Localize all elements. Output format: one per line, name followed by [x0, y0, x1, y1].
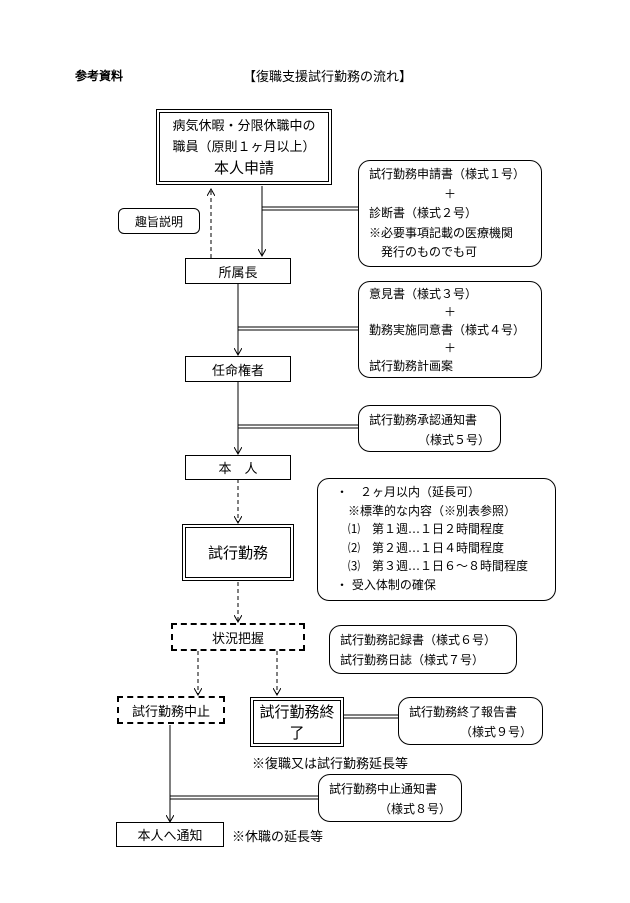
notify-node: 本人へ通知 [116, 822, 224, 847]
plan-line5: ⑶ 第３週…１日６～８時間程度 [348, 559, 529, 573]
docs-note-2: 意見書（様式３号） ＋ 勤務実施同意書（様式４号） ＋ 試行勤務計画案 [358, 281, 542, 378]
plan-note: ・ ２ヶ月以内（延長可） ※標準的な内容（※別表参照） ⑴ 第１週…１日２時間程… [317, 478, 556, 601]
status-label: 状況把握 [211, 631, 264, 647]
explain-label: 趣旨説明 [134, 214, 183, 229]
self-label: 本 人 [218, 462, 258, 477]
docs2-line5: 試行勤務計画案 [369, 359, 454, 373]
docs3-line2: （様式５号） [417, 433, 490, 447]
docs1-line4: ※必要事項記載の医療機関 [369, 225, 514, 240]
docs1-plus: ＋ [443, 186, 456, 201]
docs-note-1: 試行勤務申請書（様式１号） ＋ 診断書（様式２号） ※必要事項記載の医療機関 発… [358, 160, 542, 267]
applicant-line3: 本人申請 [213, 158, 274, 177]
reference-label: 参考資料 [75, 69, 124, 83]
docs8-line1: 試行勤務中止通知書 [329, 782, 438, 796]
plan-line3: ⑴ 第１週…１日２時間程度 [348, 522, 505, 536]
notify-remark: ※休職の延長等 [232, 830, 324, 845]
trial-label: 試行勤務 [207, 544, 268, 562]
docs1-line5: 発行のものでも可 [381, 245, 478, 259]
end-label: 試行勤務終了 [259, 703, 335, 742]
director-label: 所属長 [218, 265, 258, 281]
docs9-line2: （様式９号） [459, 725, 532, 739]
docs3-line1: 試行勤務承認通知書 [369, 413, 478, 427]
docs-note-6: 試行勤務記録書（様式６号） 試行勤務日誌（様式７号） [329, 625, 517, 674]
docs8-line2: （様式８号） [378, 802, 451, 816]
appointer-label: 任命権者 [211, 363, 264, 379]
stop-node: 試行勤務中止 [117, 696, 225, 724]
self-node: 本 人 [185, 455, 291, 480]
docs-note-9: 試行勤務終了報告書 （様式９号） [398, 697, 543, 745]
page-title: 【復職支援試行勤務の流れ】 [243, 70, 413, 85]
plan-line4: ⑵ 第２週…１日４時間程度 [348, 540, 505, 555]
trial-node: 試行勤務 [182, 524, 294, 581]
docs-note-8: 試行勤務中止通知書 （様式８号） [318, 774, 462, 822]
plan-line2: ※標準的な内容（※別表参照） [348, 503, 517, 518]
applicant-line1: 病気休暇・分限休職中の [172, 118, 316, 134]
applicant-node: 病気休暇・分限休職中の 職員（原則１ヶ月以上） 本人申請 [156, 109, 332, 185]
end-node: 試行勤務終了 [250, 697, 344, 747]
docs1-line3: 診断書（様式２号） [369, 206, 478, 220]
docs-note-3: 試行勤務承認通知書 （様式５号） [358, 405, 501, 452]
docs2-line1: 意見書（様式３号） [369, 287, 478, 301]
docs1-line1: 試行勤務申請書（様式１号） [369, 167, 526, 181]
notify-label: 本人へ通知 [137, 829, 203, 844]
appointer-node: 任命権者 [185, 356, 291, 382]
explain-node: 趣旨説明 [118, 208, 200, 234]
docs2-plus1: ＋ [443, 305, 456, 319]
docs6-line1: 試行勤務記録書（様式６号） [340, 633, 497, 647]
end-remark: ※復職又は試行勤務延長等 [252, 757, 409, 772]
docs9-line1: 試行勤務終了報告書 [409, 705, 518, 719]
plan-line1: ・ ２ヶ月以内（延長可） [336, 485, 481, 499]
docs6-line2: 試行勤務日誌（様式７号） [340, 653, 485, 667]
plan-line6: ・ 受入体制の確保 [336, 577, 436, 592]
stop-label: 試行勤務中止 [131, 704, 210, 720]
docs2-plus2: ＋ [443, 341, 456, 355]
docs2-line3: 勤務実施同意書（様式４号） [369, 323, 526, 337]
status-node: 状況把握 [171, 623, 305, 651]
applicant-line2: 職員（原則１ヶ月以上） [172, 139, 316, 155]
director-node: 所属長 [185, 258, 291, 284]
